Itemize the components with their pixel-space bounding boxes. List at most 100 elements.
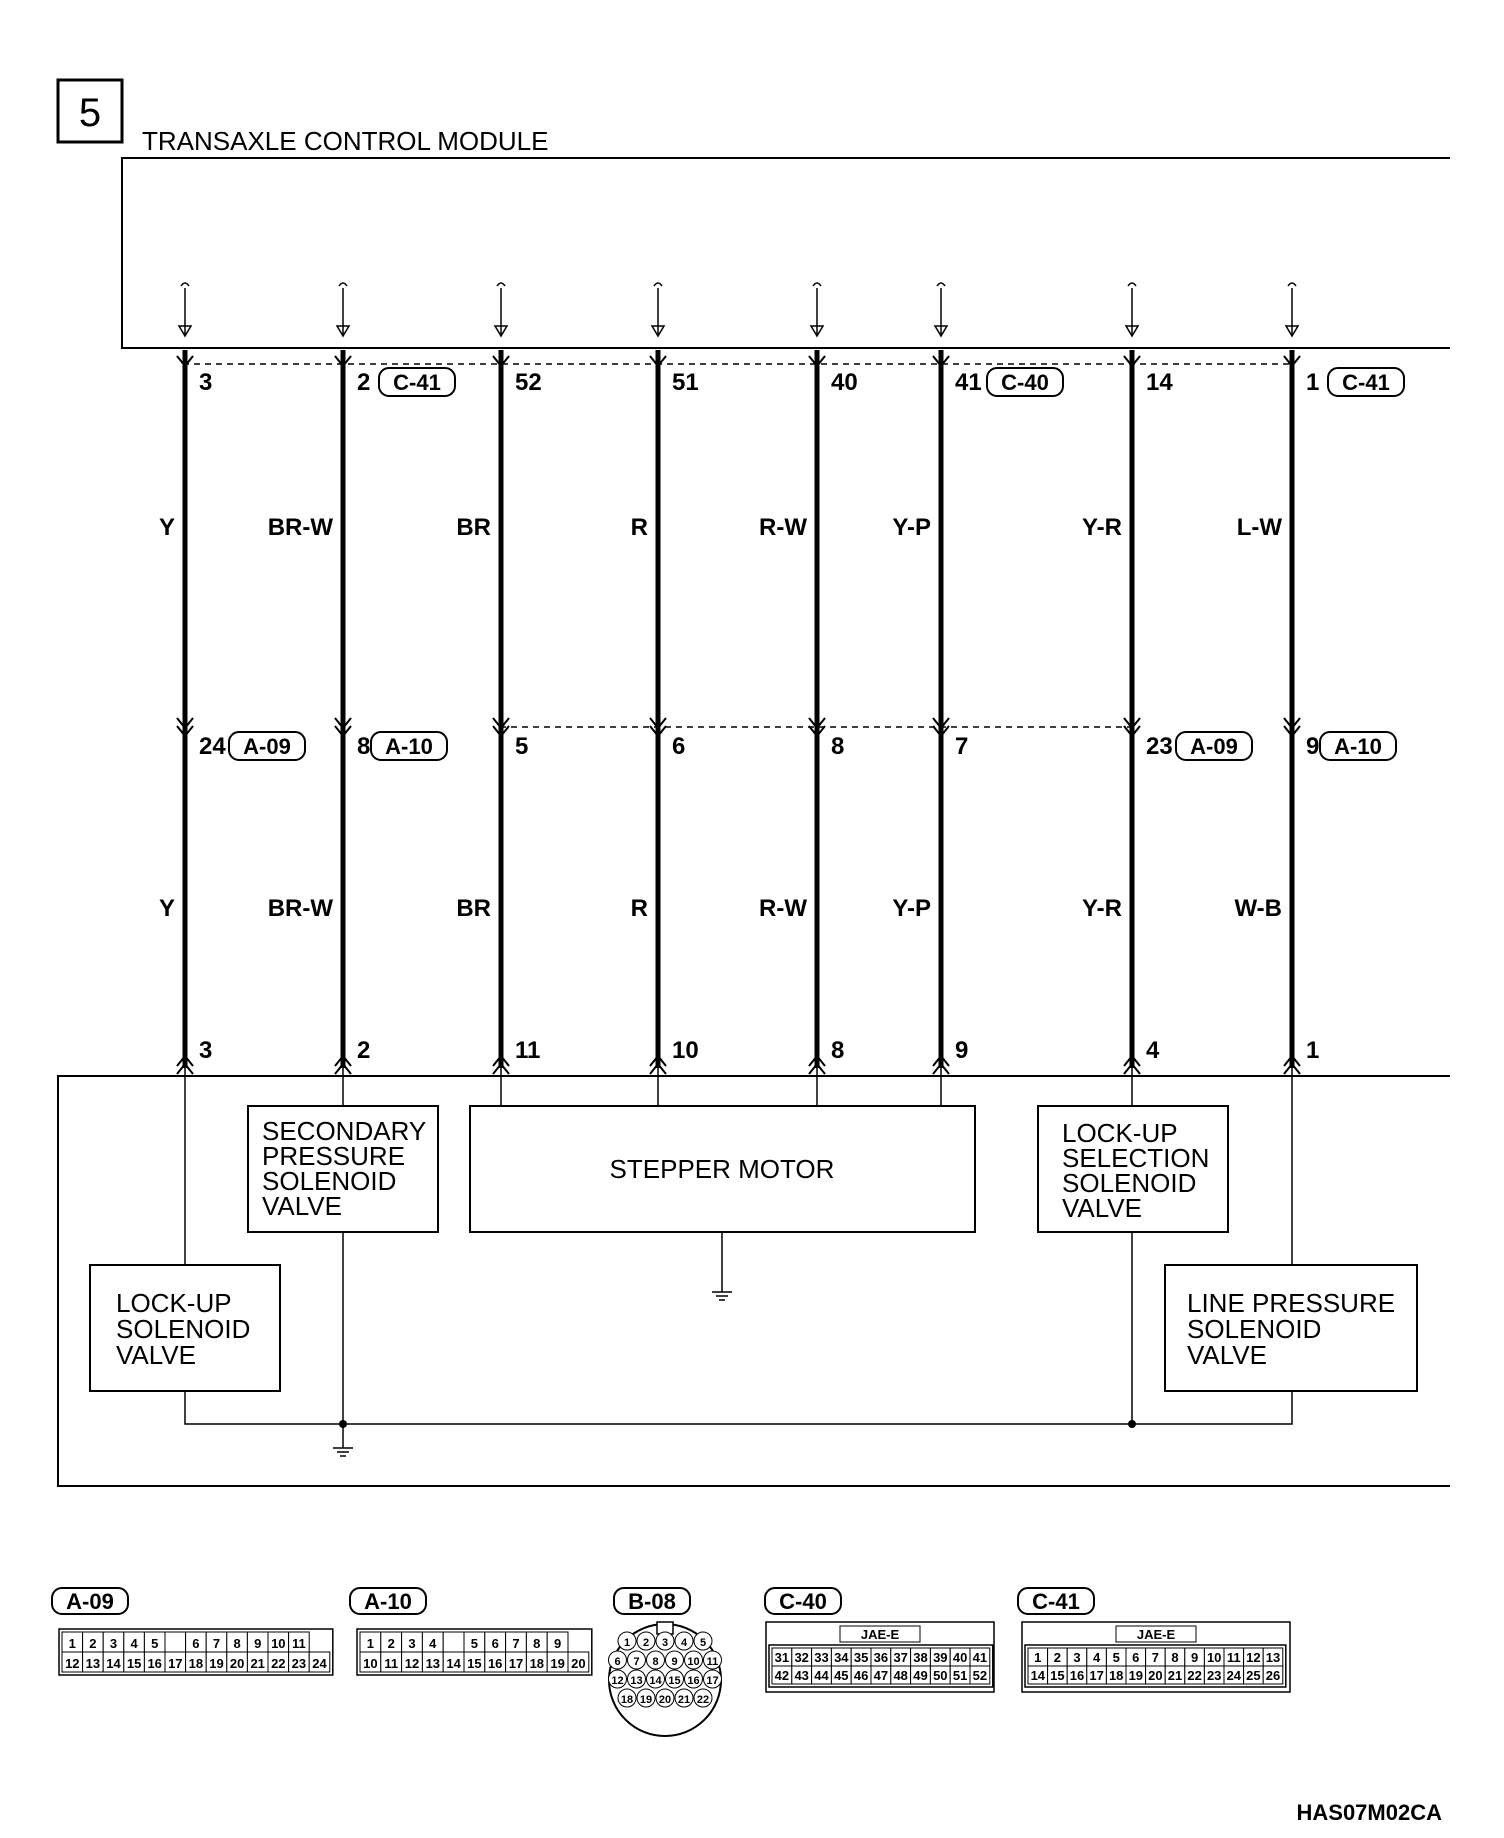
terminal-arrow bbox=[493, 282, 509, 338]
connector-c41-pin-number: 6 bbox=[1132, 1650, 1139, 1665]
bottom-terminal-mark bbox=[649, 1054, 667, 1075]
connector-a09-pin-number: 13 bbox=[86, 1656, 100, 1671]
terminal-arrow bbox=[1124, 282, 1140, 338]
connector-a10-face bbox=[356, 1628, 593, 1676]
connector-b08-cell bbox=[646, 1650, 665, 1670]
connector-b08-cell bbox=[674, 1631, 694, 1651]
connector-b08-cell bbox=[608, 1650, 627, 1670]
connector-c41-pin-number: 12 bbox=[1246, 1650, 1260, 1665]
connector-a09-pin-number: 23 bbox=[292, 1656, 306, 1671]
top-connector-label: C-41 bbox=[1342, 370, 1390, 395]
connector-c41-pin-number: 9 bbox=[1191, 1650, 1198, 1665]
upper-wire-color: BR-W bbox=[268, 514, 334, 541]
connector-a09-label: A-09 bbox=[66, 1589, 114, 1614]
connector-b08-pin-number: 22 bbox=[697, 1694, 709, 1706]
connector-c41-pin-number: 19 bbox=[1129, 1668, 1143, 1683]
mid-terminal-mark bbox=[176, 717, 194, 738]
connector-a10-pin-number: 12 bbox=[405, 1656, 419, 1671]
top-connector-badge bbox=[1327, 367, 1405, 397]
lockup-selection-label-4: VALVE bbox=[1062, 1193, 1142, 1223]
top-connector-badge bbox=[378, 367, 456, 397]
connector-a09-pin-number: 2 bbox=[89, 1636, 96, 1651]
connector-c40-pin-number: 47 bbox=[874, 1668, 888, 1683]
connector-c40-pin-number: 33 bbox=[814, 1650, 828, 1665]
connector-a10-label: A-10 bbox=[364, 1589, 412, 1614]
connector-a09-badge bbox=[51, 1587, 129, 1615]
bottom-pin: 2 bbox=[357, 1037, 370, 1064]
connector-c40-pin-number: 38 bbox=[913, 1650, 927, 1665]
connector-c41-pin-number: 21 bbox=[1168, 1668, 1182, 1683]
top-connector-label: C-40 bbox=[1001, 370, 1049, 395]
terminal-arrow bbox=[650, 282, 666, 338]
mid-terminal-mark bbox=[808, 717, 826, 738]
connector-a09-pin-number: 1 bbox=[69, 1636, 76, 1651]
lockup-label-2: SOLENOID bbox=[116, 1314, 250, 1344]
terminal-arrow bbox=[809, 282, 825, 338]
connector-c41-pin-number: 16 bbox=[1070, 1668, 1084, 1683]
top-terminal-mark bbox=[334, 355, 352, 368]
lower-wire-color: R-W bbox=[759, 895, 807, 922]
connector-c41-pin-number: 26 bbox=[1266, 1668, 1280, 1683]
top-terminal-mark bbox=[1283, 355, 1301, 368]
connector-c41-pin-number: 5 bbox=[1113, 1650, 1120, 1665]
terminal-arrow bbox=[1284, 282, 1300, 338]
connector-c41-pin-number: 23 bbox=[1207, 1668, 1221, 1683]
connector-a10-pin-number: 8 bbox=[533, 1636, 540, 1651]
connector-b08-cell bbox=[703, 1650, 722, 1670]
connector-b08-pin-number: 20 bbox=[659, 1694, 671, 1706]
connector-c40-pin-number: 37 bbox=[893, 1650, 907, 1665]
connector-c40-pin-number: 42 bbox=[775, 1668, 789, 1683]
top-terminal-mark bbox=[649, 355, 667, 368]
mid-pin: 8 bbox=[357, 733, 370, 760]
lower-wire-color: Y-R bbox=[1082, 895, 1122, 922]
connector-a09-pin-number: 19 bbox=[209, 1656, 223, 1671]
connector-b08-cell bbox=[636, 1631, 656, 1651]
top-terminal-mark bbox=[492, 355, 510, 368]
bottom-terminal-mark bbox=[492, 1054, 510, 1075]
mid-pin: 24 bbox=[199, 733, 226, 760]
connector-a09-pin-number: 7 bbox=[213, 1636, 220, 1651]
mid-terminal-mark bbox=[649, 717, 667, 738]
top-pin: 3 bbox=[199, 369, 212, 396]
section-number: 5 bbox=[79, 91, 101, 135]
lower-wire-color: BR-W bbox=[268, 895, 334, 922]
connector-a09-pin-number: 15 bbox=[127, 1656, 141, 1671]
connector-c41-pin-number: 2 bbox=[1054, 1650, 1061, 1665]
connector-a10-pin-number: 4 bbox=[429, 1636, 437, 1651]
figure-code: HAS07M02CA bbox=[1297, 1800, 1443, 1825]
upper-wire-color: R bbox=[631, 514, 648, 541]
lower-wire-color: W-B bbox=[1235, 895, 1283, 922]
mid-connector-badge bbox=[1319, 731, 1397, 761]
mid-pin: 5 bbox=[515, 733, 528, 760]
connector-a10-cell bbox=[442, 1631, 465, 1653]
top-pin: 1 bbox=[1306, 369, 1319, 396]
upper-wire-color: BR bbox=[456, 514, 491, 541]
connector-b08-cell bbox=[627, 1669, 646, 1689]
connector-a09-pin-number: 10 bbox=[271, 1636, 285, 1651]
connector-c40-shell bbox=[765, 1621, 995, 1693]
bottom-pin: 4 bbox=[1146, 1037, 1160, 1064]
connector-b08-pin-number: 7 bbox=[633, 1656, 639, 1668]
connector-c41-pin-number: 13 bbox=[1266, 1650, 1280, 1665]
connector-b08-pin-number: 9 bbox=[671, 1656, 677, 1668]
connector-b08-cell bbox=[674, 1688, 694, 1708]
connector-a10-pin-number: 7 bbox=[512, 1636, 519, 1651]
mid-connector-badge bbox=[370, 731, 448, 761]
bottom-terminal-mark bbox=[932, 1054, 950, 1075]
mid-connector-label: A-10 bbox=[1334, 734, 1382, 759]
bottom-terminal-mark bbox=[334, 1054, 352, 1075]
connector-c40-badge bbox=[764, 1587, 842, 1615]
top-terminal-mark bbox=[932, 355, 950, 368]
connector-b08-cell bbox=[693, 1688, 713, 1708]
upper-wire-color: L-W bbox=[1237, 514, 1283, 541]
top-pin: 40 bbox=[831, 369, 858, 396]
connector-a09-pin-number: 14 bbox=[106, 1656, 121, 1671]
connector-b08-cell bbox=[693, 1631, 713, 1651]
